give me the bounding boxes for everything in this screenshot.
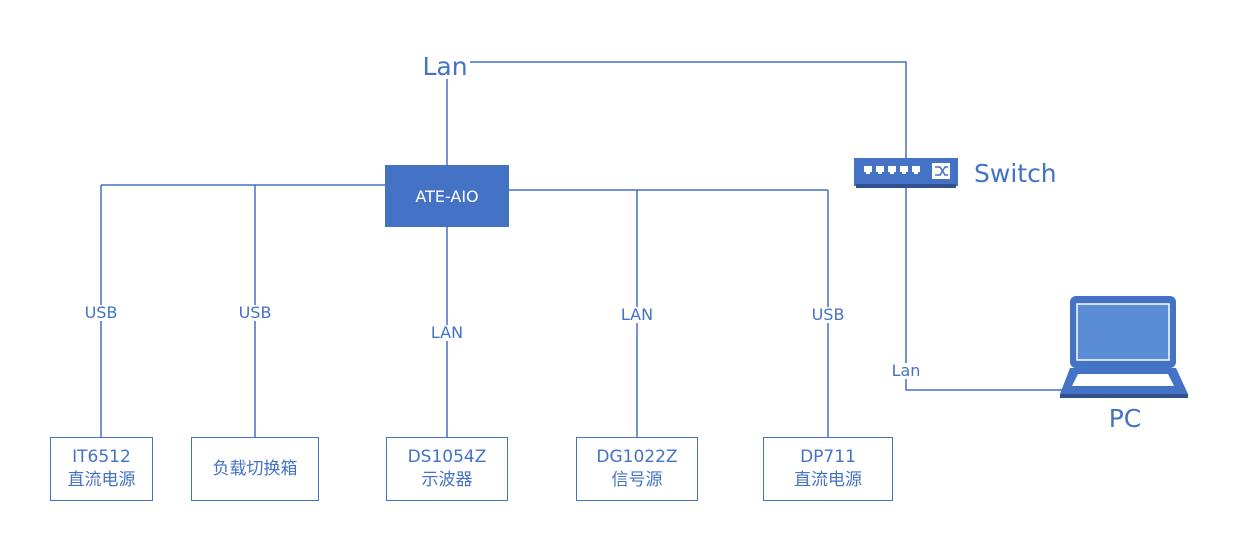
device-model: DS1054Z xyxy=(407,447,487,468)
link-label-load-box: USB xyxy=(235,305,275,321)
device-type: 信号源 xyxy=(611,470,663,490)
ate-aio-label: ATE-AIO xyxy=(415,186,479,206)
device-box-load-box: 负载切换箱 xyxy=(191,437,319,501)
switch-label: Switch xyxy=(974,161,1064,186)
device-box-dp711: DP711 直流电源 xyxy=(763,437,893,501)
device-box-ds1054z: DS1054Z 示波器 xyxy=(386,437,508,501)
link-label-dp711: USB xyxy=(808,307,848,323)
link-label-dg1022z: LAN xyxy=(617,307,657,323)
link-label-it6512: USB xyxy=(81,305,121,321)
pc-link-label: Lan xyxy=(888,363,924,379)
device-type: 示波器 xyxy=(421,470,473,490)
device-model: DG1022Z xyxy=(596,447,678,468)
link-label-ds1054z: LAN xyxy=(427,325,467,341)
device-model: IT6512 xyxy=(72,447,131,468)
ate-aio-node: ATE-AIO xyxy=(385,165,509,227)
top-lan-label: Lan xyxy=(420,54,470,79)
device-type: 直流电源 xyxy=(67,470,136,490)
pc-label: PC xyxy=(1100,406,1150,431)
device-box-dg1022z: DG1022Z 信号源 xyxy=(576,437,698,501)
wire-switch-pc xyxy=(905,188,1065,391)
device-model: 负载切换箱 xyxy=(212,458,298,479)
device-box-it6512: IT6512 直流电源 xyxy=(50,437,153,501)
laptop-icon xyxy=(1060,296,1190,406)
wire-top-lan xyxy=(465,61,907,160)
device-type: 直流电源 xyxy=(794,470,862,490)
network-switch-icon xyxy=(854,158,958,194)
device-model: DP711 xyxy=(800,447,856,468)
